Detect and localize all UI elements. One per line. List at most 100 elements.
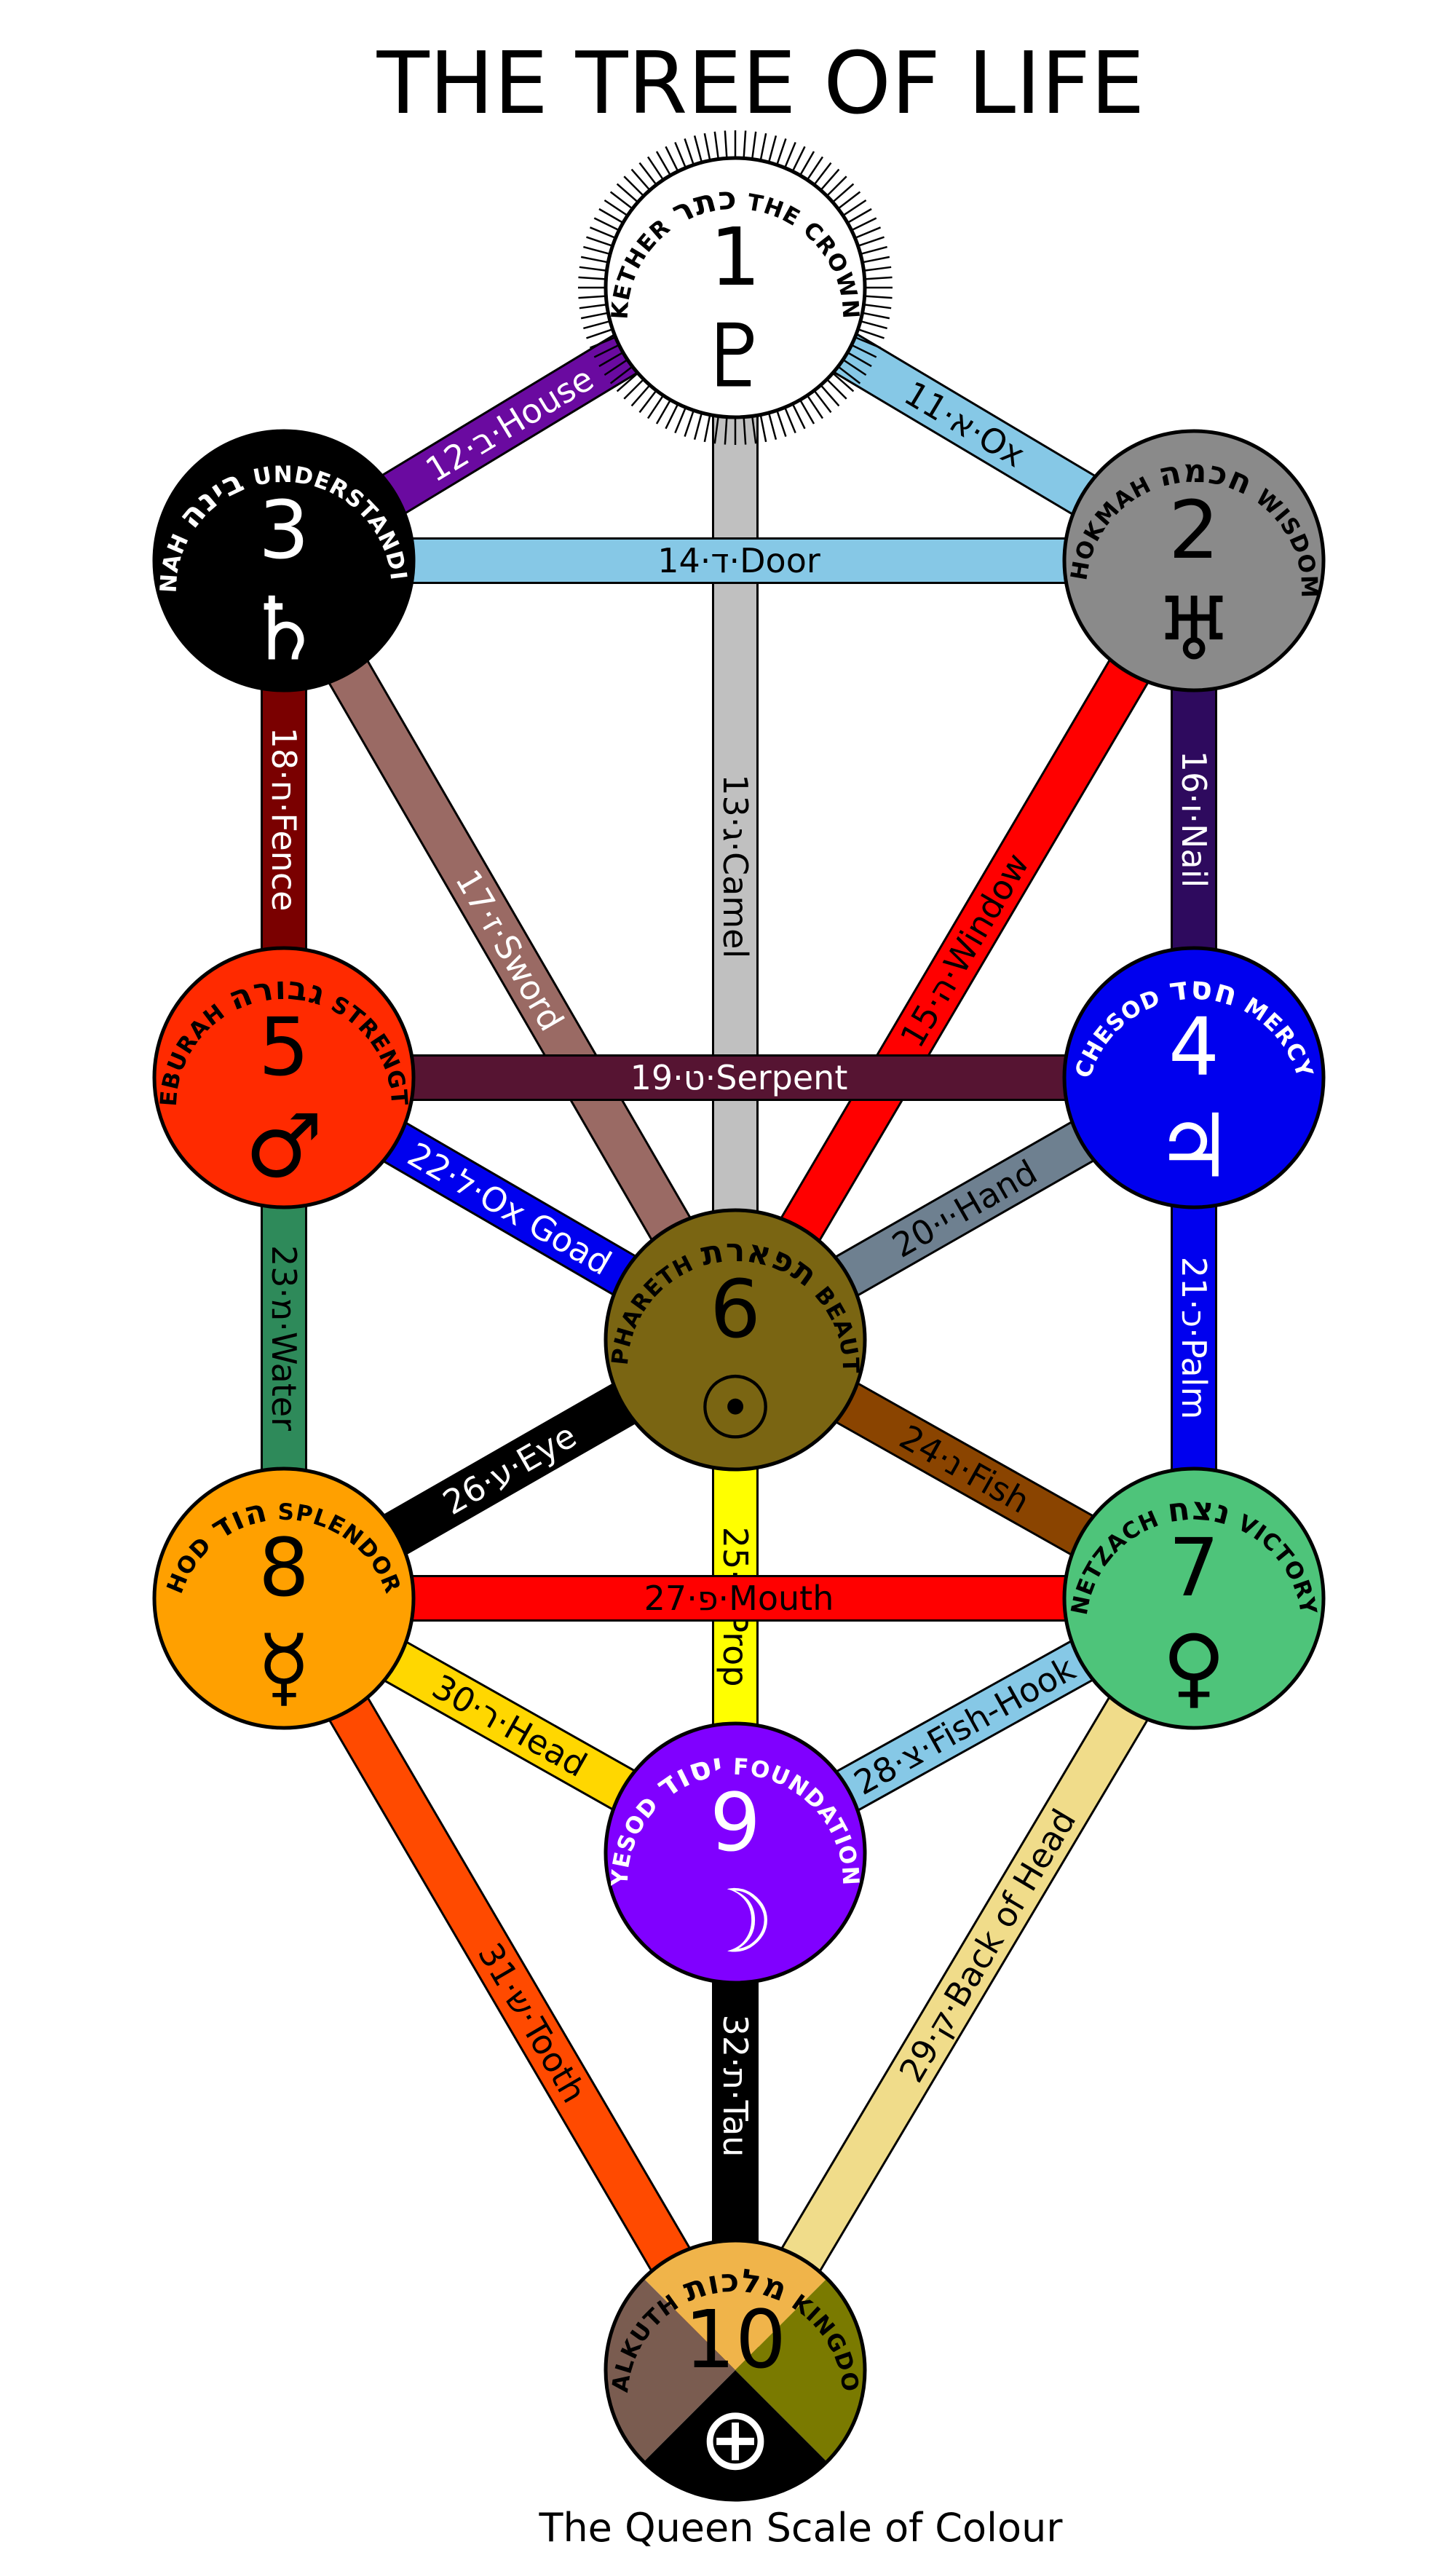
kether-ray [616,371,640,392]
kether-ray [638,388,658,414]
malkuth-quarter-left [606,2278,735,2462]
kether-ray [812,388,832,414]
path-17-label: 17·ז·Sword [448,863,571,1038]
kether-ray [579,266,609,272]
sephirah-number: 10 [684,2293,786,2386]
kether-ray [604,358,630,376]
sephirah-3: 3♄BINAH בינה UNDERSTANDING [0,0,416,692]
sephirah-outline [604,2238,867,2502]
kether-ray [593,217,621,232]
planet-symbol-icon: ☽ [696,1872,775,1973]
path-18-label: 18·ח·Fence [264,727,304,912]
kether-ray [598,208,625,225]
page-subtitle: The Queen Scale of Colour [538,2505,1063,2551]
kether-ray [655,398,673,425]
malkuth-quarter-right [735,2278,865,2462]
kether-ray [609,191,635,210]
kether-ray [616,183,640,204]
ring-text-path: BINAH בינה UNDERSTANDING [0,0,411,593]
sephirah-number: 8 [258,1521,309,1614]
kether-ray [831,371,855,392]
sephirah-disc [152,946,416,1209]
sephirah-number: 3 [258,483,309,577]
kether-ray [684,138,695,167]
path-30-label: 30·ר·Head [426,1667,593,1785]
kether-ray [593,343,621,358]
kether-ray [583,320,612,330]
sephirah-number: 4 [1168,1000,1219,1094]
kether-ray [853,336,882,349]
kether-rays [578,130,893,445]
path-26-label: 26·ע·Eye [436,1416,582,1523]
path-22-label: 22·ל·Ox Goad [401,1134,618,1283]
kether-ray [751,414,757,444]
kether-ray [713,414,720,444]
path-27: 27·פ·Mouth [284,1575,1194,1622]
kether-ray [791,146,806,173]
kether-ray [860,256,890,264]
kether-ray [863,295,893,299]
path-29-label: 29·ק·Back of Head [891,1802,1083,2089]
kether-ray [798,398,815,425]
path-13: 13·ג·Camel [712,288,759,1340]
kether-ray [831,183,855,204]
sephirah-disc [604,1208,867,1472]
path-11-label: 11·א·Ox [898,374,1032,475]
kether-ray [646,156,665,182]
kether-ray [623,377,646,400]
path-12-label: 12·ב·House [419,358,600,489]
path-21-label: 21·כ·Palm [1174,1257,1214,1420]
kether-ray [655,151,673,178]
kether-ray [579,303,609,309]
sephirah-4: 4♃CHESOD חסד MERCY [1062,946,1326,1209]
path-24-label: 24·נ·Fish [893,1417,1037,1521]
kether-ray [674,141,687,170]
path-13-label: 13·ג·Camel [716,774,755,958]
sephirah-disc [152,1466,416,1730]
kether-ray [767,135,778,165]
kether-ray [583,245,612,256]
sephirah-number: 1 [710,210,761,304]
planet-symbol-icon: ☿ [257,1617,311,1718]
sephirah-disc [604,1721,867,1985]
kether-ray [862,303,892,309]
sephirah-1: 1♇KETHER כתר THE CROWN [578,130,893,445]
kether-ray [589,336,617,349]
sephirah-8: 8☿HOD הוד SPLENDOR [152,1466,416,1730]
kether-ray [578,295,608,299]
malkuth-quarter-top [644,2241,827,2370]
planet-symbol-icon: ♄ [245,580,323,681]
kether-ray [604,199,630,218]
planet-symbol-icon: ♂ [245,1097,323,1198]
path-29-band [717,1587,1212,2381]
path-28-label: 28·צ·Fish-Hook [847,1649,1082,1803]
kether-ray [665,402,680,430]
kether-ray [862,266,892,272]
kether-ray [751,131,757,161]
sephirah-7: 7♀NETZACH נצח VICTORY [1062,1466,1326,1730]
sephirah-number: 9 [710,1776,761,1869]
kether-ray [841,199,867,218]
kether-ray [775,138,787,167]
kether-ray [703,413,711,443]
kether-ray [812,162,832,187]
kether-ray [825,377,847,400]
kether-ray [580,312,610,320]
kether-ray [693,411,703,440]
sephirah-disc [1062,429,1326,692]
kether-ray [638,162,658,187]
kether-ray [586,236,614,248]
path-20-label: 20·י·Hand [885,1152,1043,1266]
kether-ray [586,328,614,339]
kether-ray [853,226,882,240]
kether-ray [743,415,747,445]
kether-ray [775,408,787,437]
path-27-label: 27·פ·Mouth [644,1579,834,1618]
sephirah-number: 5 [258,1000,309,1094]
kether-ray [863,276,893,280]
kether-ray [836,365,861,384]
kether-ray [609,365,635,384]
